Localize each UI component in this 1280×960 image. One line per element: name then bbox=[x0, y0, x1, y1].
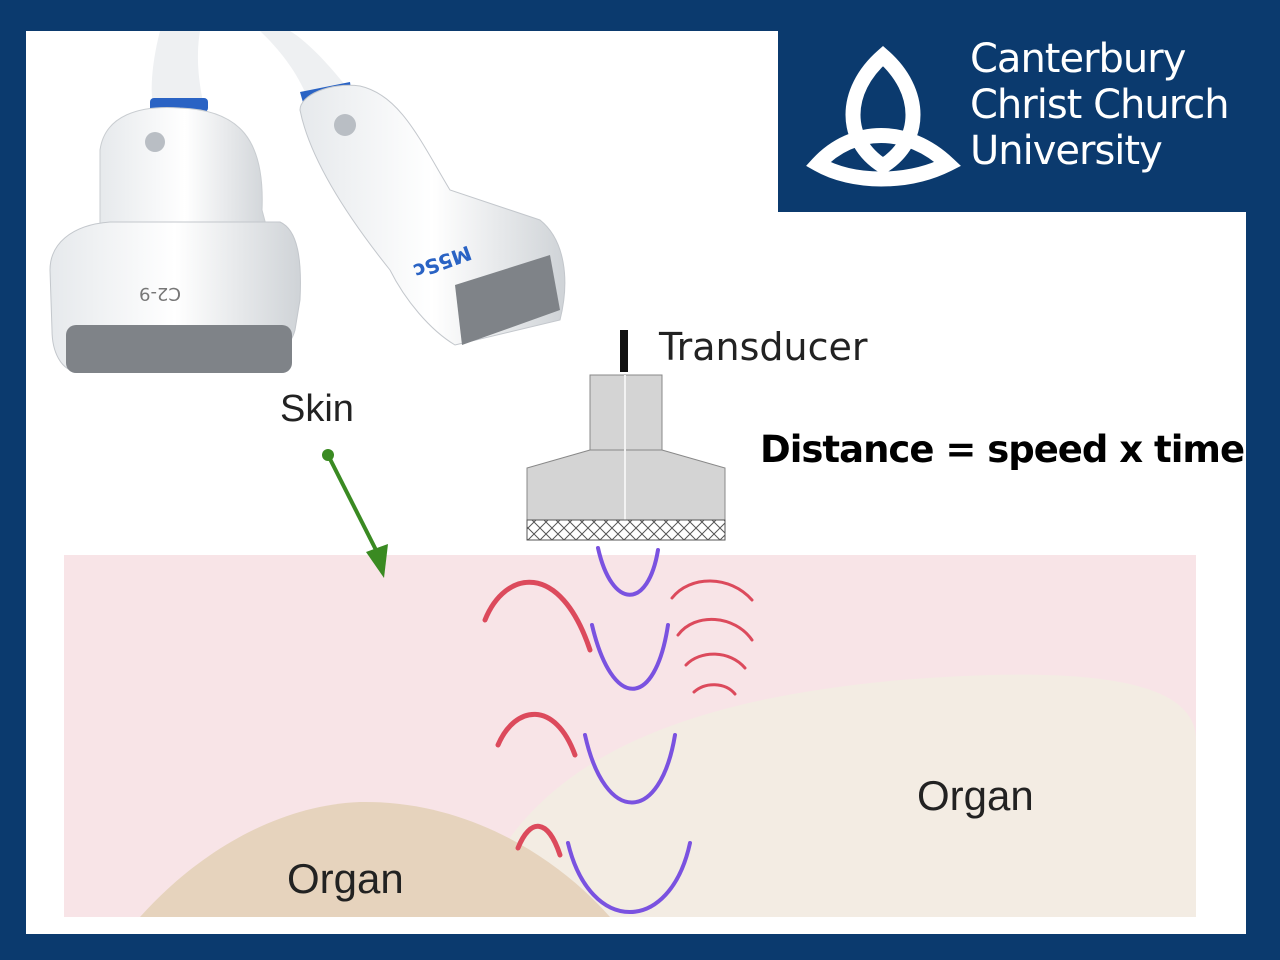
scatter-arcs bbox=[670, 579, 754, 696]
transducer-label: Transducer bbox=[659, 325, 868, 369]
university-name-line-3: University bbox=[970, 128, 1163, 174]
organ-left-label: Organ bbox=[287, 855, 404, 902]
organ-left-shape bbox=[140, 801, 610, 917]
probe-c2-9: C2-9 bbox=[49, 31, 301, 373]
skin-label: Skin bbox=[280, 388, 354, 430]
reflected-waves bbox=[482, 579, 593, 858]
probe-c2-9-model: C2-9 bbox=[139, 283, 181, 304]
trinity-knot-icon bbox=[806, 46, 961, 187]
university-logo-panel bbox=[778, 31, 1246, 212]
university-name-line-1: Canterbury bbox=[970, 36, 1186, 82]
university-name-line-2: Christ Church bbox=[970, 82, 1230, 128]
skin-arrow bbox=[322, 449, 388, 578]
probe-m5sc: M5Sc bbox=[260, 31, 566, 346]
organ-right-shape bbox=[470, 674, 1196, 917]
transmitted-waves bbox=[566, 546, 692, 914]
transducer-schematic bbox=[526, 330, 726, 541]
distance-formula: Distance = speed x time bbox=[760, 428, 1245, 471]
university-name: Canterbury Christ Church University bbox=[970, 36, 1230, 174]
organ-right-label: Organ bbox=[917, 772, 1034, 819]
